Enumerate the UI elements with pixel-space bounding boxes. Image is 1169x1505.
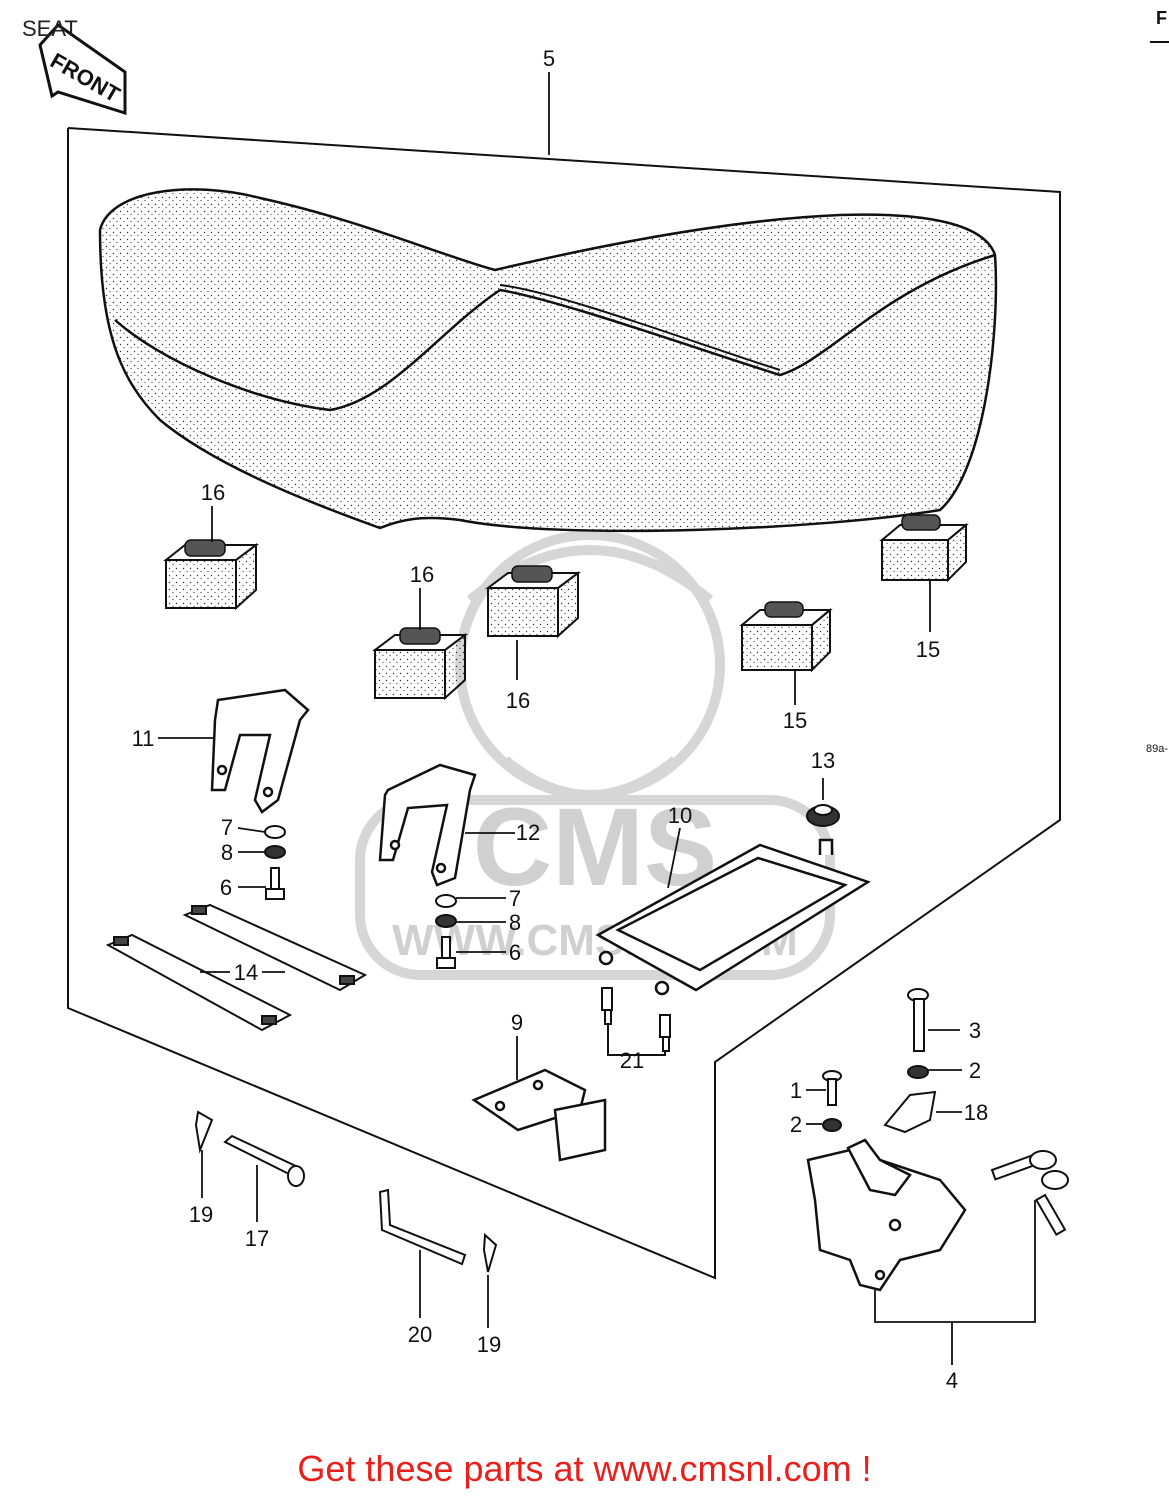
bracket-11 — [210, 688, 310, 814]
keys-icon — [990, 1150, 1069, 1237]
seat-lock-4 — [806, 1138, 967, 1292]
callout-18: 18 — [964, 1100, 988, 1125]
callout-8b: 8 — [509, 910, 521, 935]
callout-4: 4 — [946, 1368, 958, 1393]
callout-5: 5 — [543, 46, 555, 71]
damper-15-lower — [739, 601, 833, 673]
callout-1: 1 — [790, 1078, 802, 1103]
callout-19a: 19 — [189, 1202, 213, 1227]
callout-20: 20 — [408, 1322, 432, 1347]
grommet-13 — [806, 804, 840, 827]
callout-numbers: 5 16 16 16 15 15 11 12 13 10 7 8 6 7 8 6… — [132, 46, 989, 1393]
callout-16a: 16 — [201, 480, 225, 505]
page-title: SEAT — [22, 16, 78, 41]
callout-8a: 8 — [221, 840, 233, 865]
callout-7b: 7 — [509, 886, 521, 911]
bracket-12 — [378, 763, 477, 887]
callout-15b: 15 — [783, 708, 807, 733]
screws-21 — [601, 987, 671, 1056]
assembly-outline — [67, 127, 1061, 1280]
callout-6b: 6 — [509, 940, 521, 965]
callout-15a: 15 — [916, 637, 940, 662]
clip-19-left — [194, 1110, 214, 1154]
callout-12: 12 — [516, 820, 540, 845]
callout-19b: 19 — [477, 1332, 501, 1357]
callout-16c: 16 — [506, 688, 530, 713]
hardware-lock — [822, 988, 937, 1134]
hardware-left — [264, 825, 286, 900]
callout-7a: 7 — [221, 815, 233, 840]
hardware-center — [435, 894, 457, 969]
callout-17: 17 — [245, 1226, 269, 1251]
damper-16-center — [372, 627, 468, 701]
callout-6a: 6 — [220, 875, 232, 900]
damper-16-right — [485, 565, 581, 639]
damper-16-left — [163, 539, 259, 611]
pin-20 — [378, 1188, 467, 1266]
callout-11: 11 — [132, 726, 155, 751]
bracket-9 — [471, 1068, 607, 1162]
leader-lines — [158, 72, 1036, 1365]
damper-15-upper — [879, 514, 969, 583]
callout-14: 14 — [234, 960, 258, 985]
seat-cushion-drawing — [98, 188, 998, 533]
callout-9: 9 — [511, 1010, 523, 1035]
strap-14 — [105, 903, 368, 1032]
callout-13: 13 — [811, 748, 835, 773]
tray-10 — [595, 838, 871, 996]
callout-2a: 2 — [969, 1058, 981, 1083]
callout-21: 21 — [620, 1048, 644, 1073]
pin-17 — [223, 1134, 305, 1187]
callout-16b: 16 — [410, 562, 434, 587]
ref-code: 89a- — [1146, 743, 1168, 755]
clip-19-right — [482, 1232, 498, 1273]
callout-3: 3 — [969, 1018, 981, 1043]
buy-parts-link[interactable]: Get these parts at www.cmsnl.com ! — [297, 1448, 872, 1489]
edge-fragment: F — [1156, 8, 1167, 28]
callout-2b: 2 — [790, 1112, 802, 1137]
callout-10: 10 — [668, 803, 692, 828]
